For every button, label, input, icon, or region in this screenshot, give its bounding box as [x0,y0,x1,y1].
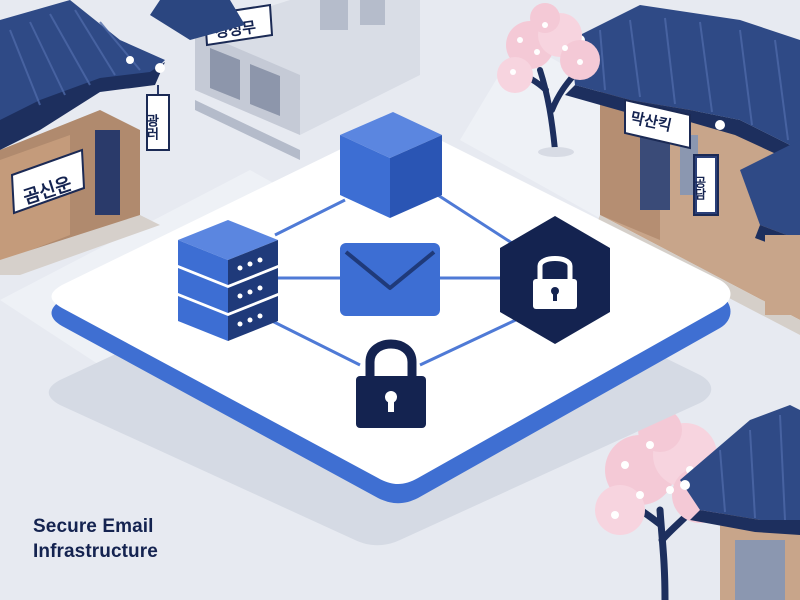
right-vertical-sign-text: 공담 [693,176,707,201]
roof-fragment [150,0,245,40]
caption: Secure Email Infrastructure [33,514,158,564]
right-hanok-sign: 막산킥 [624,98,691,150]
envelope-icon [340,243,440,316]
connection-lines [259,188,521,367]
cherry-tree-top [497,3,600,157]
connector-cube-hexagon [429,188,516,247]
bottom-right-hanok [680,405,800,600]
hexagon-lock-icon [500,216,610,344]
database-server-icon [178,220,278,341]
connector-server-cube [274,198,346,237]
far-right-roof [740,140,800,315]
hanging-sign-text: 광러 [144,114,159,141]
right-vertical-sign: 공담 [693,154,719,216]
padlock-icon [356,339,426,428]
connector-server-padlock [259,313,361,367]
connector-padlock-hexagon [419,316,521,367]
caption-line-1: Secure Email [33,516,154,537]
cube-icon [340,112,442,218]
caption-line-2: Infrastructure [33,541,158,562]
hanging-sign: 광러 [144,85,170,151]
